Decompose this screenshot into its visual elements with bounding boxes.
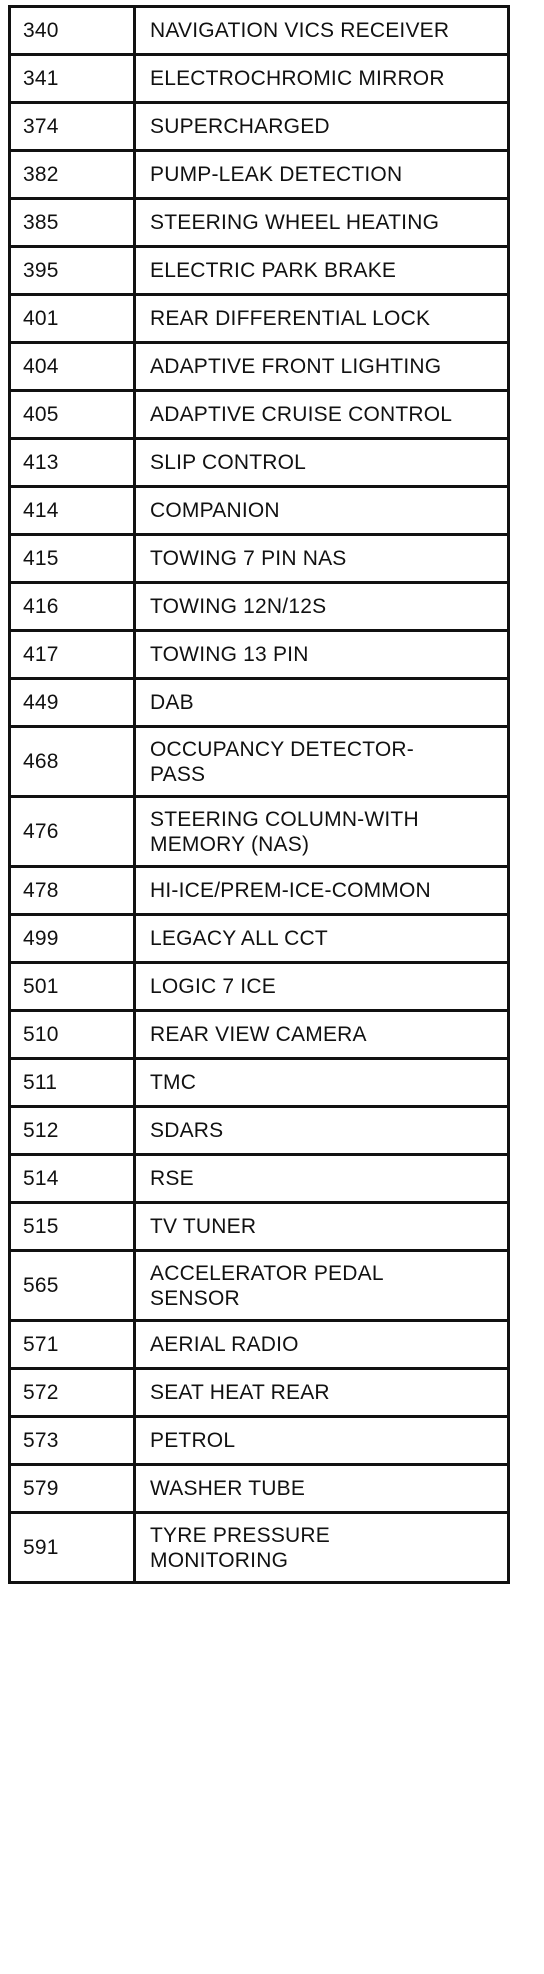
option-description-cell: OCCUPANCY DETECTOR-PASS	[134, 726, 509, 798]
option-description-cell: TOWING 13 PIN	[134, 630, 509, 680]
option-code-cell: 405	[9, 390, 136, 440]
option-code-cell: 449	[9, 678, 136, 728]
option-code-cell: 591	[9, 1512, 136, 1584]
option-code-cell: 416	[9, 582, 136, 632]
option-description-cell: TOWING 12N/12S	[134, 582, 509, 632]
option-code-cell: 501	[9, 962, 136, 1012]
option-description-cell: COMPANION	[134, 486, 509, 536]
option-code-cell: 579	[9, 1464, 136, 1514]
option-code-cell: 341	[9, 54, 136, 104]
option-code-cell: 468	[9, 726, 136, 798]
option-description-cell: ADAPTIVE CRUISE CONTROL	[134, 390, 509, 440]
option-code-cell: 401	[9, 294, 136, 344]
option-description-cell: SEAT HEAT REAR	[134, 1368, 509, 1418]
option-description-cell: PUMP-LEAK DETECTION	[134, 150, 509, 200]
option-code-cell: 515	[9, 1202, 136, 1252]
option-description-cell: PETROL	[134, 1416, 509, 1466]
option-code-cell: 514	[9, 1154, 136, 1204]
option-description-cell: LOGIC 7 ICE	[134, 962, 509, 1012]
option-code-cell: 478	[9, 866, 136, 916]
option-description-cell: TOWING 7 PIN NAS	[134, 534, 509, 584]
option-code-cell: 512	[9, 1106, 136, 1156]
option-code-cell: 374	[9, 102, 136, 152]
option-description-cell: NAVIGATION VICS RECEIVER	[134, 6, 509, 56]
option-description-cell: SLIP CONTROL	[134, 438, 509, 488]
option-code-cell: 415	[9, 534, 136, 584]
option-code-cell: 340	[9, 6, 136, 56]
option-code-cell: 385	[9, 198, 136, 248]
option-code-cell: 573	[9, 1416, 136, 1466]
option-code-cell: 476	[9, 796, 136, 868]
option-description-cell: WASHER TUBE	[134, 1464, 509, 1514]
option-description-cell: RSE	[134, 1154, 509, 1204]
option-code-cell: 413	[9, 438, 136, 488]
option-code-cell: 511	[9, 1058, 136, 1108]
option-description-cell: REAR VIEW CAMERA	[134, 1010, 509, 1060]
option-code-cell: 571	[9, 1320, 136, 1370]
option-code-cell: 510	[9, 1010, 136, 1060]
option-code-cell: 499	[9, 914, 136, 964]
option-description-cell: ADAPTIVE FRONT LIGHTING	[134, 342, 509, 392]
option-code-cell: 417	[9, 630, 136, 680]
option-code-cell: 395	[9, 246, 136, 296]
option-code-cell: 382	[9, 150, 136, 200]
option-description-cell: HI-ICE/PREM-ICE-COMMON	[134, 866, 509, 916]
option-description-cell: LEGACY ALL CCT	[134, 914, 509, 964]
option-description-cell: DAB	[134, 678, 509, 728]
option-description-cell: ELECTRIC PARK BRAKE	[134, 246, 509, 296]
option-description-cell: AERIAL RADIO	[134, 1320, 509, 1370]
option-description-cell: SUPERCHARGED	[134, 102, 509, 152]
option-description-cell: ELECTROCHROMIC MIRROR	[134, 54, 509, 104]
option-code-cell: 414	[9, 486, 136, 536]
option-code-cell: 565	[9, 1250, 136, 1322]
option-code-cell: 404	[9, 342, 136, 392]
option-code-cell: 572	[9, 1368, 136, 1418]
option-description-cell: TMC	[134, 1058, 509, 1108]
option-description-cell: TV TUNER	[134, 1202, 509, 1252]
option-description-cell: STEERING WHEEL HEATING	[134, 198, 509, 248]
option-description-cell: REAR DIFFERENTIAL LOCK	[134, 294, 509, 344]
option-description-cell: SDARS	[134, 1106, 509, 1156]
